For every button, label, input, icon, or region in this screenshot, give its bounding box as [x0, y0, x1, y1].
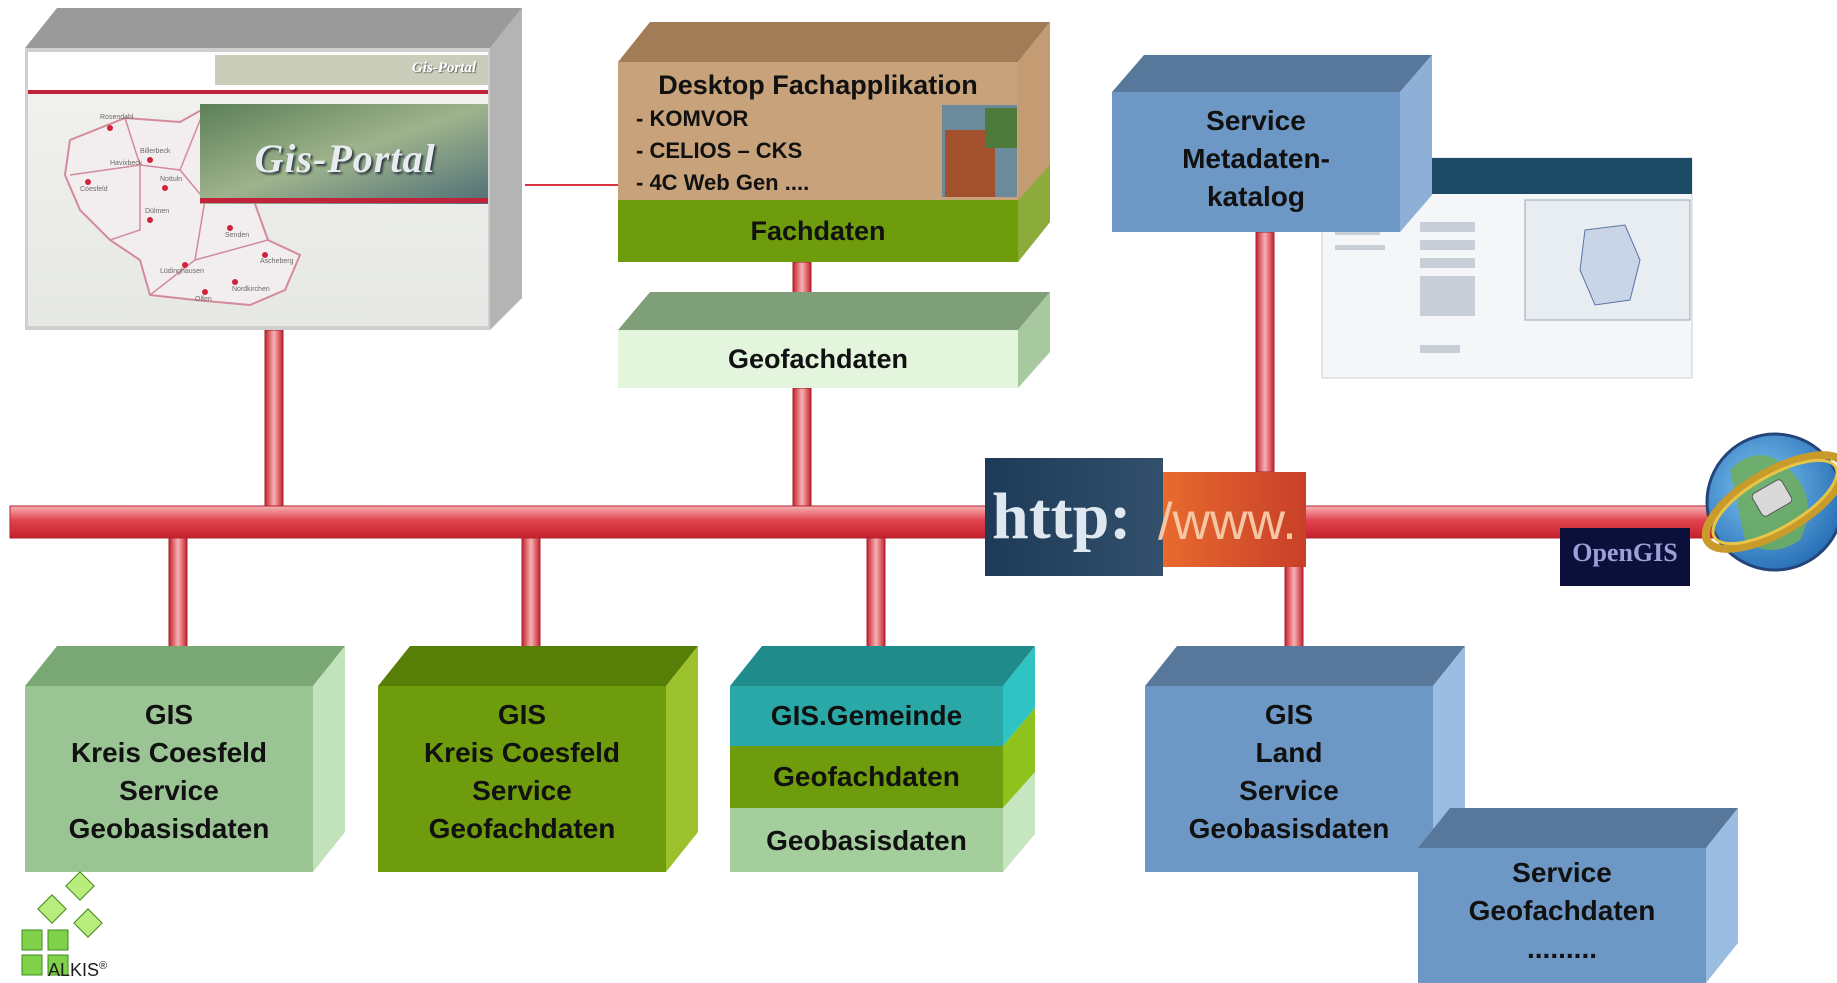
box-service-3d [1418, 808, 1738, 983]
box-land-line4: Geobasisdaten [1188, 813, 1390, 844]
opengis-text: OpenGIS [1572, 538, 1678, 567]
box-basis-line1: GIS [144, 699, 194, 730]
stack-gemeinde-label: GIS.Gemeinde [770, 700, 963, 731]
map-place: Dülmen [145, 208, 170, 215]
box-land-line2: Land [1255, 737, 1323, 768]
map-place: Lüdinghausen [160, 268, 204, 275]
http-banner [985, 458, 1306, 576]
map-place: Rosendahl [100, 114, 134, 121]
box-service-line3: ......... [1526, 933, 1597, 964]
map-place: Ascheberg [260, 258, 294, 265]
globe-plug-icon [1701, 432, 1837, 572]
portal-banner-small-text: Gis-Portal [411, 60, 477, 76]
box-service-line2: Geofachdaten [1468, 895, 1656, 926]
map-place: Coesfeld [80, 186, 108, 193]
box-fach-line2: Kreis Coesfeld [423, 737, 621, 768]
box-land-line3: Service [1239, 775, 1339, 806]
map-place: Billerbeck [140, 148, 171, 155]
map-place: Nottuln [160, 176, 183, 183]
box-stack-3d [730, 646, 1035, 872]
box-geofach-3d [378, 646, 698, 872]
desktop-box [618, 22, 1050, 262]
alkis-text: ALKIS® [48, 955, 107, 981]
portal-banner-big-text: Gis-Portal [254, 136, 436, 181]
box-fach-line4: Geofachdaten [428, 813, 616, 844]
http-text: http: [992, 480, 1132, 553]
alkis-word: ALKIS [48, 960, 100, 980]
box-basis-line2: Kreis Coesfeld [70, 737, 268, 768]
desktop-title: Desktop Fachapplikation [658, 70, 978, 100]
stack-geobasis-label: Geobasisdaten [766, 825, 967, 856]
desktop-item-4c: - 4C Web Gen .... [636, 170, 810, 195]
desktop-item-celios: - CELIOS – CKS [636, 138, 803, 163]
pipe-metadata [1255, 231, 1275, 473]
pipe-portal [264, 329, 284, 509]
www-text: /www. [1158, 493, 1297, 551]
metadata-line1: Service [1206, 105, 1306, 136]
geofach-top-label: Geofachdaten [727, 344, 909, 374]
metadata-box [1112, 55, 1432, 232]
box-geobasis-3d [25, 646, 345, 872]
box-basis-line3: Service [119, 775, 219, 806]
box-service-line1: Service [1512, 857, 1612, 888]
box-basis-line4: Geobasisdaten [68, 813, 270, 844]
desktop-item-komvor: - KOMVOR [636, 106, 749, 131]
metadata-line3: katalog [1206, 181, 1306, 212]
opengis-logo [1560, 528, 1690, 586]
map-place: Havixbeck [110, 160, 143, 167]
desktop-footer-fachdaten: Fachdaten [750, 216, 886, 246]
map-place: Senden [225, 232, 250, 239]
map-place: Nordkirchen [232, 286, 270, 293]
map-place: Olfen [195, 296, 212, 303]
geofach-top-box [618, 292, 1050, 388]
box-fach-line3: Service [472, 775, 572, 806]
box-fach-line1: GIS [497, 699, 547, 730]
gis-portal-box [25, 8, 522, 330]
metadata-line2: Metadaten- [1182, 143, 1330, 174]
pipe-geofach [792, 387, 812, 509]
network-bus [9, 505, 1731, 539]
alkis-logo [21, 871, 103, 976]
alkis-registered-mark: ® [99, 960, 108, 972]
box-land-line1: GIS [1264, 699, 1314, 730]
stack-geofach-label: Geofachdaten [773, 761, 960, 792]
